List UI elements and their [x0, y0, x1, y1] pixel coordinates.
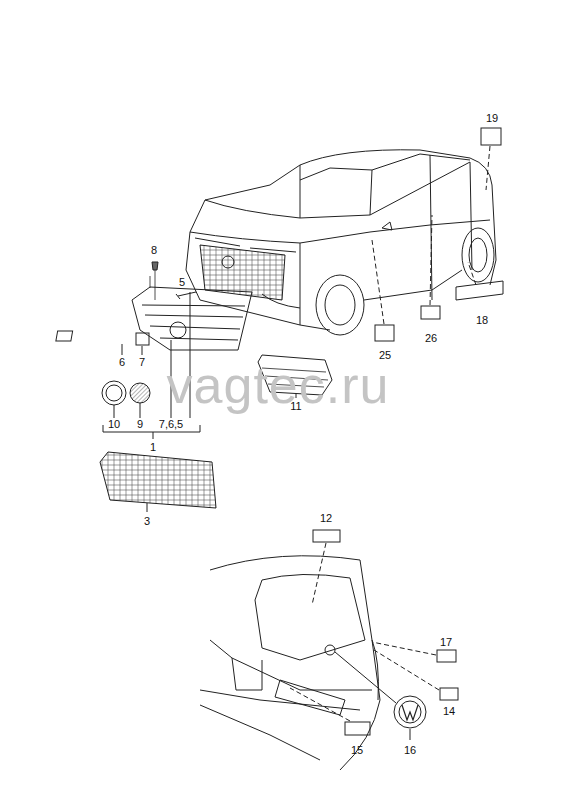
callout-number: 10 — [108, 419, 120, 430]
callout-number: 7 — [139, 357, 145, 368]
callout-number: 7,6,5 — [159, 419, 183, 430]
car-front-view — [186, 150, 496, 335]
car-rear-view — [200, 556, 380, 770]
watermark: vagtec.ru — [167, 359, 390, 411]
callout-number: 18 — [476, 315, 488, 326]
callout-number: 19 — [486, 113, 498, 124]
callout-number: 6 — [119, 357, 125, 368]
callout-number: 5 — [179, 277, 185, 288]
callout-number: 1 — [150, 442, 156, 453]
callout-number: 12 — [320, 513, 332, 524]
callout-number: 17 — [440, 637, 452, 648]
lower-grille — [100, 452, 216, 512]
callout-number: 8 — [151, 245, 157, 256]
sticker-marks-rear — [290, 530, 458, 740]
callout-number: 15 — [351, 745, 363, 756]
callout-number: 14 — [443, 706, 455, 717]
callout-number: 9 — [137, 419, 143, 430]
callout-number: 3 — [144, 516, 150, 527]
radiator-grille — [56, 262, 252, 439]
callout-number: 16 — [404, 745, 416, 756]
callout-number: 26 — [425, 333, 437, 344]
sticker-marks — [372, 128, 503, 341]
